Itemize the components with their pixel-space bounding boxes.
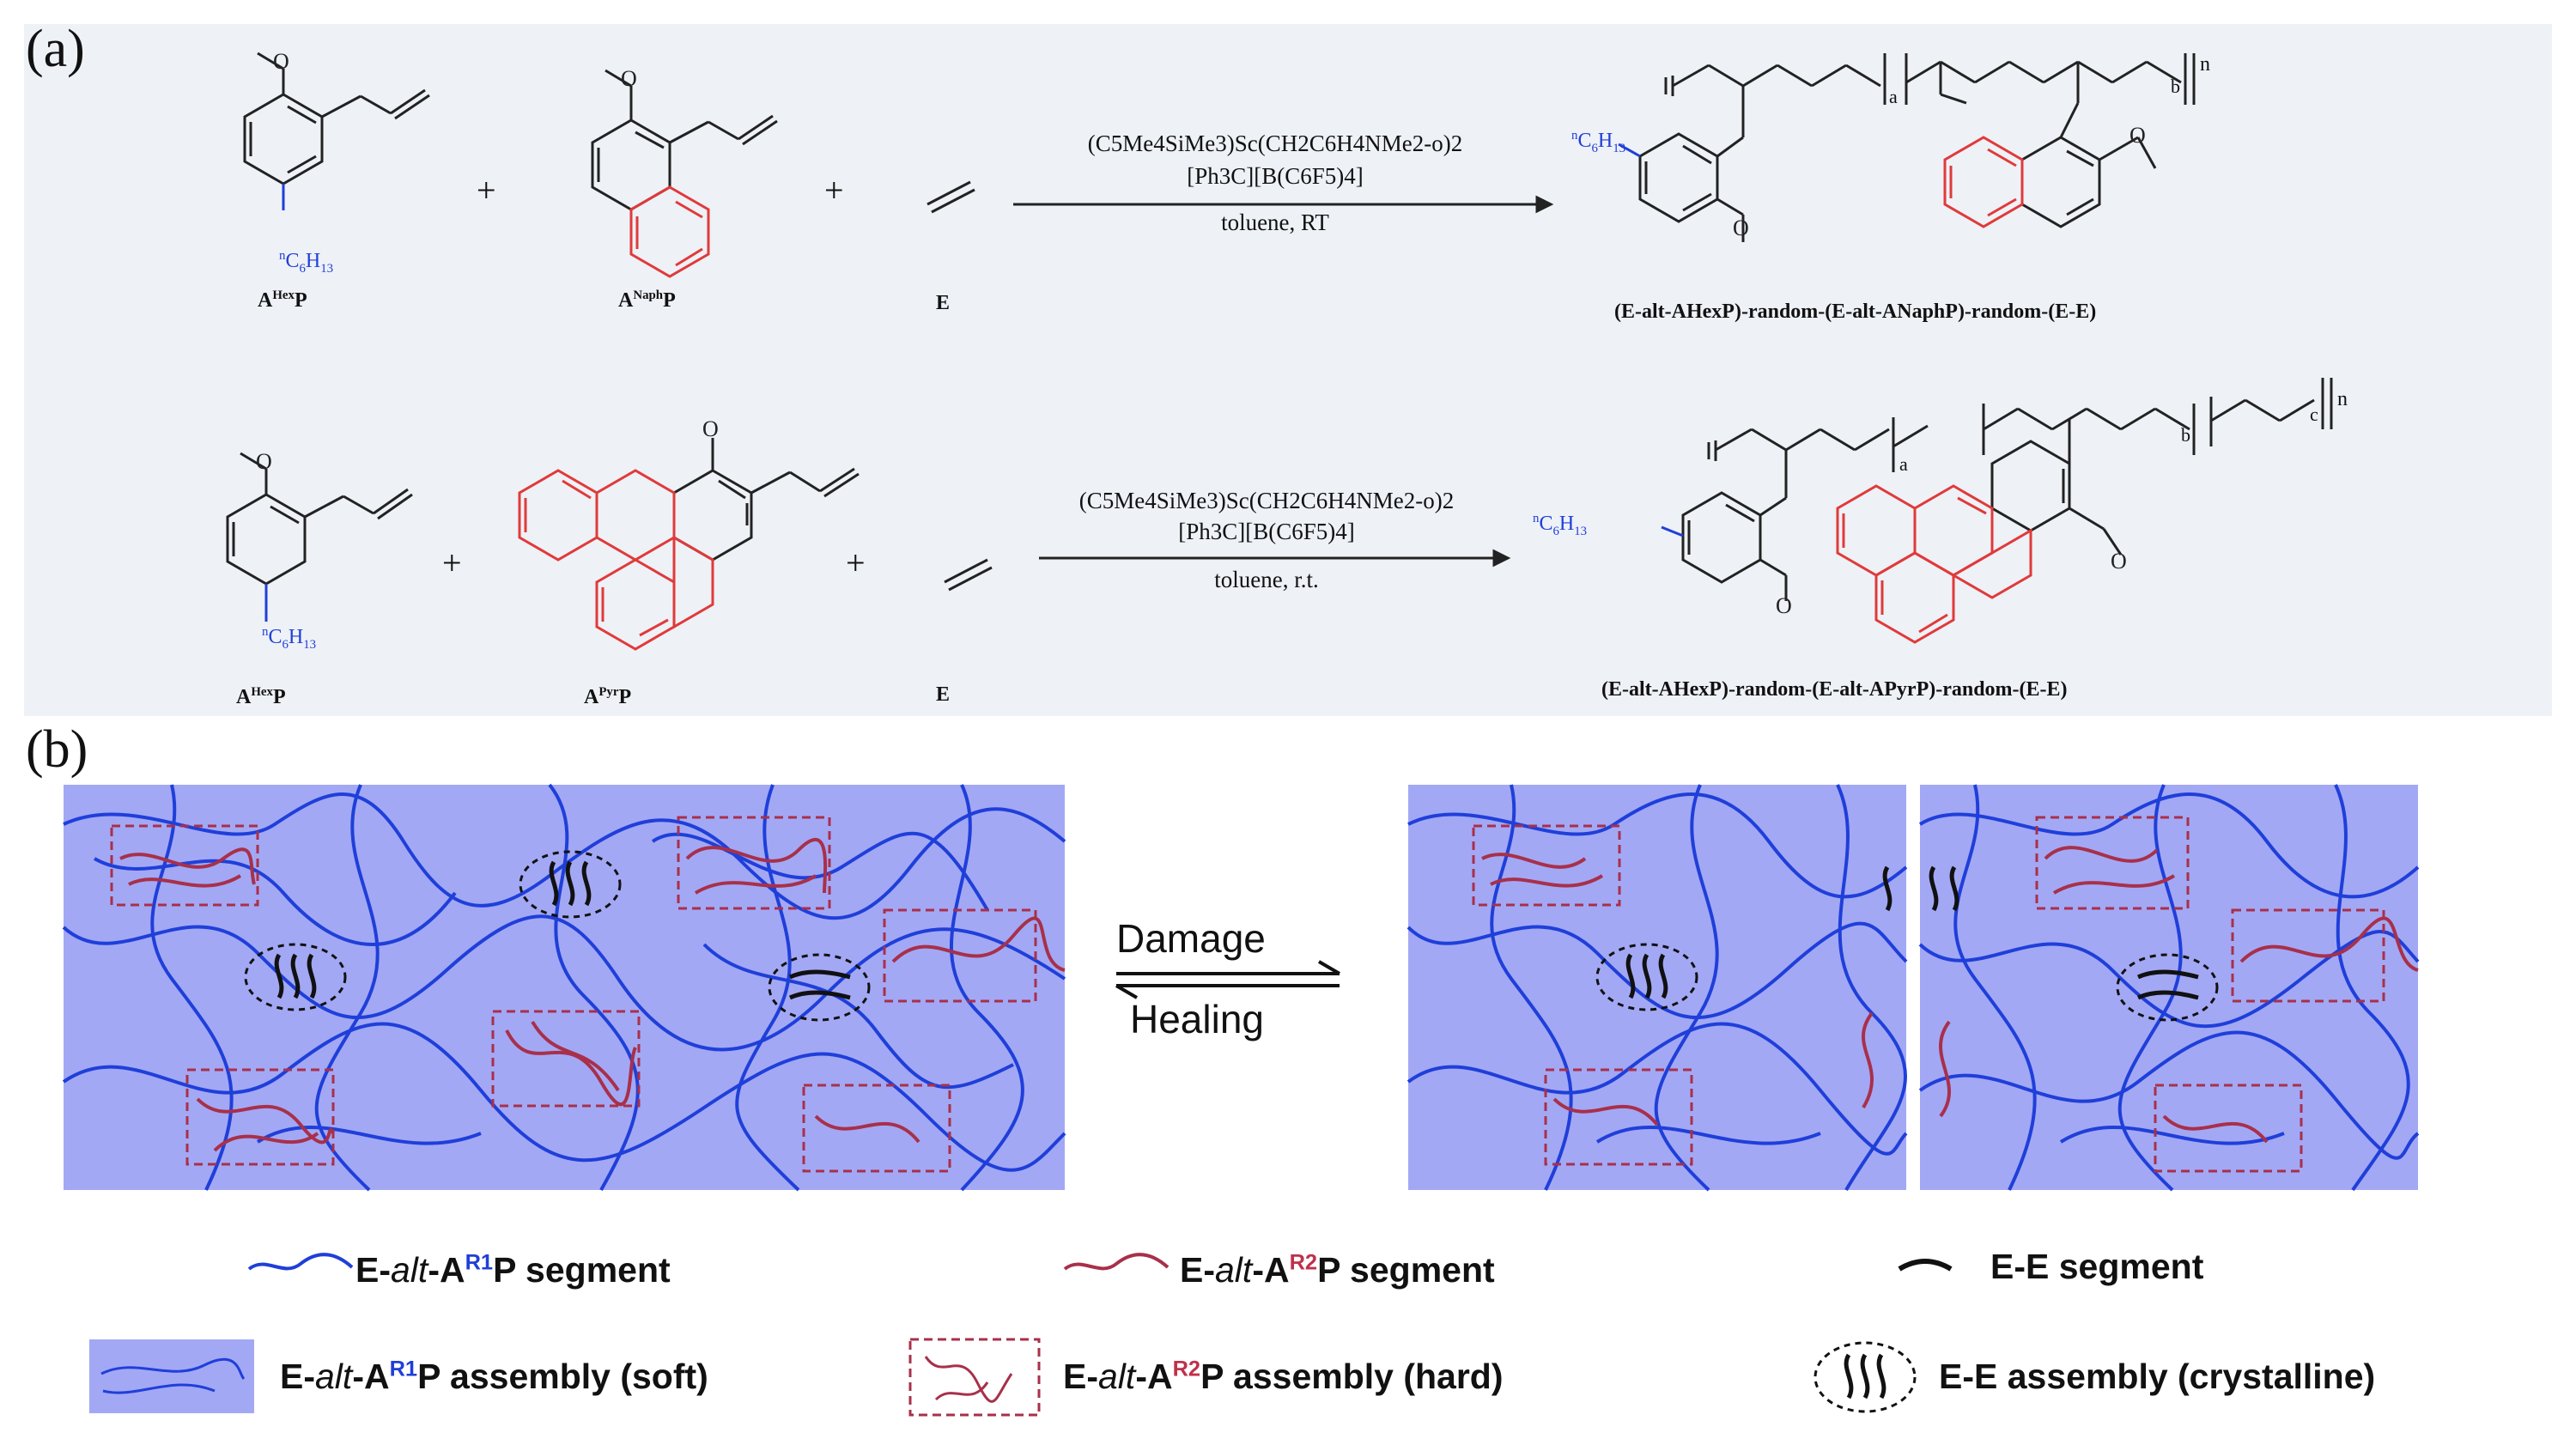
legend-hard-segment: E-alt-AR2P segment bbox=[1180, 1250, 1495, 1290]
compound-label-e: E bbox=[936, 683, 951, 706]
subscript-a: a bbox=[1899, 453, 1908, 475]
legend-hard-assembly: E-alt-AR2P assembly (hard) bbox=[1063, 1357, 1504, 1396]
soft-assembly-symbol bbox=[89, 1339, 254, 1413]
hard-domain-boxes bbox=[110, 816, 2385, 1173]
plus-sign: + bbox=[824, 171, 844, 209]
legend-ee-segment: E-E segment bbox=[1990, 1247, 2204, 1286]
compound-label-naphp: ANaphP bbox=[618, 288, 676, 312]
compound-label-hexp: AHexP bbox=[258, 288, 307, 312]
legend-ee-assembly: E-E assembly (crystalline) bbox=[1939, 1357, 2376, 1396]
naphp-molecule bbox=[591, 69, 778, 278]
subscript-c: c bbox=[2310, 404, 2318, 425]
product-hexyl-substituent: nC6H13 bbox=[1571, 129, 1626, 155]
svg-text:O: O bbox=[2111, 549, 2127, 574]
plus-sign: + bbox=[442, 543, 462, 582]
reaction-conditions: toluene, RT bbox=[1221, 209, 1329, 235]
ee-segment-symbol bbox=[1898, 1259, 1953, 1272]
svg-text:O: O bbox=[256, 449, 272, 474]
product-hexyl-substituent: nC6H13 bbox=[1533, 512, 1588, 538]
plus-sign: + bbox=[846, 543, 866, 582]
catalyst-line-1: (C5Me4SiMe3)Sc(CH2C6H4NMe2-o)2 bbox=[1087, 131, 1463, 156]
hard-chains bbox=[119, 837, 2419, 1152]
damage-healing-arrows bbox=[1115, 960, 1341, 999]
ee-assemblies bbox=[244, 850, 2219, 1022]
pyrp-molecule bbox=[518, 438, 860, 651]
hexp-molecule-1 bbox=[243, 52, 430, 210]
compound-label-hexp: AHexP bbox=[236, 685, 286, 708]
product-2-structure bbox=[1661, 378, 2333, 644]
hexp-molecule-2 bbox=[226, 452, 413, 622]
compound-label-pyrp: APyrP bbox=[584, 685, 632, 708]
panel-a-background bbox=[24, 24, 2552, 716]
svg-text:O: O bbox=[1776, 593, 1792, 618]
svg-text:O: O bbox=[702, 416, 719, 441]
row2-structures: O O O O bbox=[226, 378, 2333, 651]
svg-text:O: O bbox=[1733, 216, 1749, 240]
soft-segment-symbol bbox=[247, 1253, 354, 1271]
panel-a-label: (a) bbox=[26, 20, 85, 78]
product-1-label: (E-alt-AHexP)-random-(E-alt-ANaphP)-rand… bbox=[1614, 301, 2097, 323]
svg-text:O: O bbox=[2129, 123, 2146, 148]
row1-structures: O O O O bbox=[243, 49, 2196, 278]
reaction-conditions: toluene, r.t. bbox=[1214, 567, 1319, 592]
legend-soft-assembly: E-alt-AR1P assembly (soft) bbox=[280, 1357, 708, 1396]
subscript-b: b bbox=[2181, 424, 2190, 446]
hexyl-substituent: nC6H13 bbox=[279, 249, 334, 276]
compound-label-e: E bbox=[936, 292, 951, 314]
soft-chains-pristine bbox=[62, 783, 1066, 1192]
soft-chains-damaged-right bbox=[1918, 784, 2420, 1192]
product-1-structure bbox=[1618, 53, 2196, 242]
soft-chains-damaged-left bbox=[1406, 784, 1908, 1192]
catalyst-line-2: [Ph3C][B(C6F5)4] bbox=[1178, 519, 1355, 544]
product-2-label: (E-alt-AHexP)-random-(E-alt-APyrP)-rando… bbox=[1601, 678, 2068, 701]
legend-soft-segment: E-alt-AR1P segment bbox=[355, 1250, 671, 1290]
subscript-n: n bbox=[2337, 388, 2348, 410]
hard-assembly-symbol bbox=[908, 1338, 1041, 1417]
ee-assembly-symbol bbox=[1814, 1341, 1917, 1413]
subscript-n: n bbox=[2200, 53, 2210, 76]
catalyst-line-1: (C5Me4SiMe3)Sc(CH2C6H4NMe2-o)2 bbox=[1078, 488, 1455, 513]
damage-label: Damage bbox=[1116, 916, 1266, 961]
o-atom: O bbox=[621, 66, 637, 91]
healing-label: Healing bbox=[1130, 997, 1264, 1041]
hexyl-substituent: nC6H13 bbox=[262, 625, 317, 652]
o-atom: O bbox=[273, 49, 289, 74]
subscript-b: b bbox=[2171, 76, 2180, 97]
panel-b-label: (b) bbox=[26, 720, 88, 779]
subscript-a: a bbox=[1889, 86, 1898, 107]
catalyst-line-2: [Ph3C][B(C6F5)4] bbox=[1187, 163, 1364, 189]
plus-sign: + bbox=[477, 171, 496, 209]
hard-segment-symbol bbox=[1063, 1253, 1170, 1271]
